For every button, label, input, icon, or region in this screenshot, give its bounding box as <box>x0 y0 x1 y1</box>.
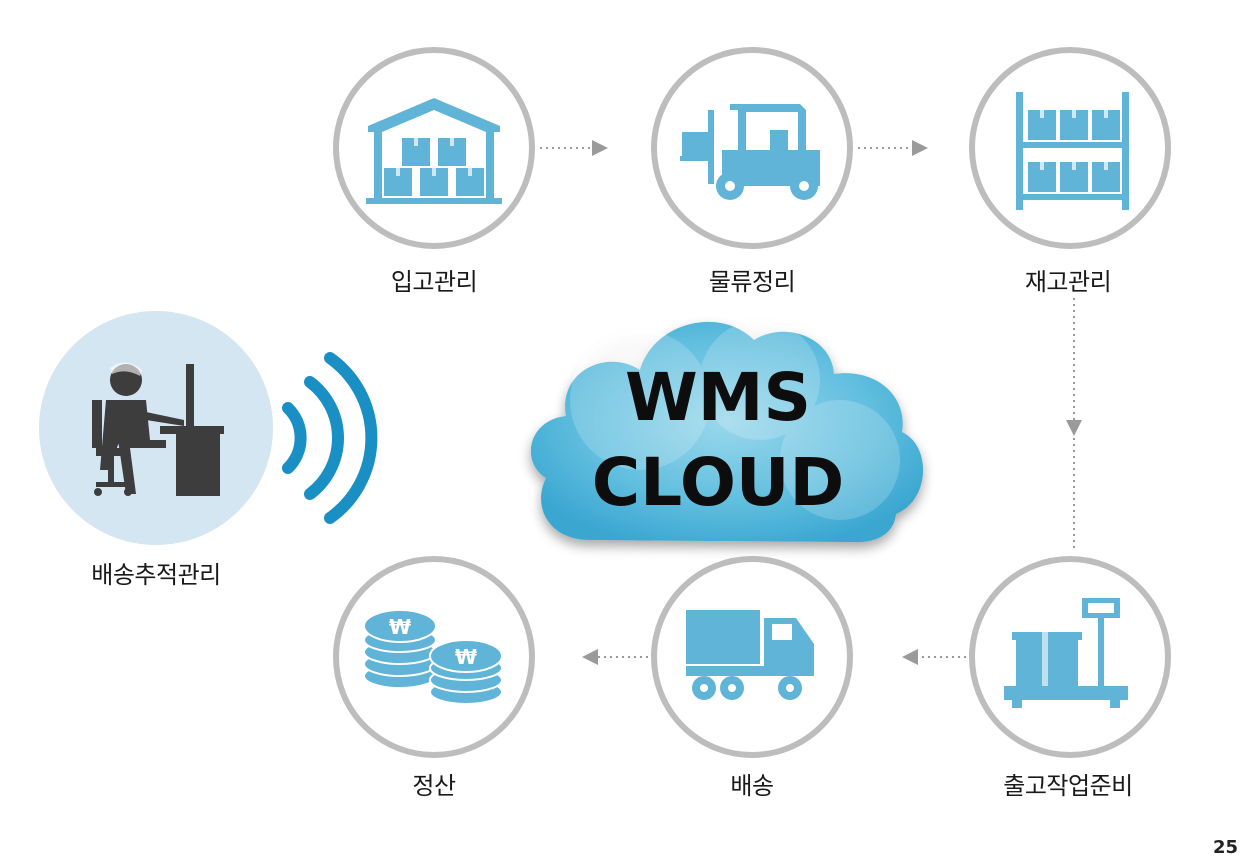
label-sorting: 물류정리 <box>708 268 796 296</box>
label-tracking: 배송추적관리 <box>91 561 221 589</box>
operator-icon <box>39 311 273 545</box>
cloud-line-wms: WMS <box>625 359 811 436</box>
truck-icon <box>686 610 814 700</box>
won-symbol-1: ₩ <box>389 615 411 639</box>
wms-cloud: WMS CLOUD <box>530 320 924 543</box>
cloud-line-cloud: CLOUD <box>592 444 845 521</box>
coins-icon: ₩ ₩ <box>363 609 503 705</box>
signal-waves-icon <box>282 352 378 524</box>
ring-receiving <box>333 47 535 249</box>
forklift-icon <box>680 104 820 200</box>
flow-arrows <box>540 140 1082 665</box>
label-delivery: 배송 <box>730 772 774 800</box>
label-receiving: 입고관리 <box>390 268 478 296</box>
label-inventory: 재고관리 <box>1024 268 1112 296</box>
shelf-icon <box>1016 92 1129 210</box>
label-settlement: 정산 <box>412 772 456 800</box>
page-number: 25 <box>1212 837 1238 858</box>
label-outbound-prep: 출고작업준비 <box>1003 772 1133 800</box>
scale-icon <box>1004 598 1128 708</box>
warehouse-icon <box>366 98 502 204</box>
won-symbol-2: ₩ <box>455 645 477 669</box>
